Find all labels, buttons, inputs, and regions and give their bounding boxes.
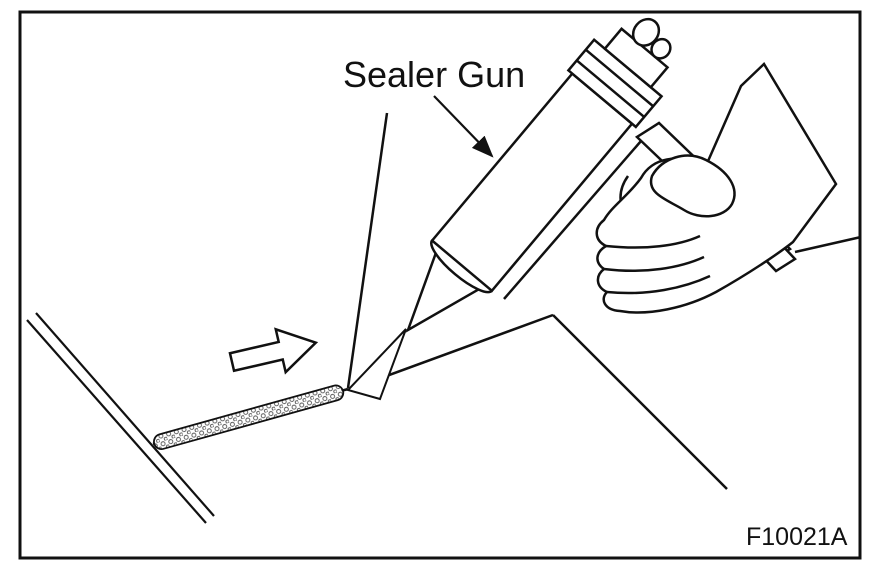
gun-cap: [603, 27, 670, 90]
sealer-gun-label: Sealer Gun: [343, 54, 525, 95]
sealer-gun-drawing: [405, 17, 672, 333]
direction-arrow-icon: [228, 327, 319, 375]
hand-drawing: [595, 62, 838, 314]
panel-line-right: [794, 235, 862, 254]
sealant-wedge: [346, 328, 407, 401]
collar-rib: [584, 48, 654, 108]
figure-code: F10021A: [746, 523, 848, 551]
sealant-bead-drawing: [153, 384, 345, 450]
flange-edge-outer: [26, 319, 207, 524]
panel-right-edge: [552, 314, 728, 490]
plunger-knob: [631, 17, 661, 47]
finger-line: [606, 274, 711, 295]
label-arrow-icon: [433, 95, 494, 158]
flange-lines: [26, 312, 215, 524]
plunger-knob-small: [650, 37, 672, 60]
collar-rib: [575, 59, 645, 118]
panel-edge-left: [346, 112, 389, 389]
flange-edge-inner: [35, 312, 215, 517]
figure-border: [18, 10, 862, 560]
thumb: [649, 154, 736, 218]
frame-rail: [503, 140, 642, 300]
finger-line: [605, 234, 701, 249]
finger-line: [603, 255, 705, 273]
sealant-bead: [153, 384, 345, 450]
